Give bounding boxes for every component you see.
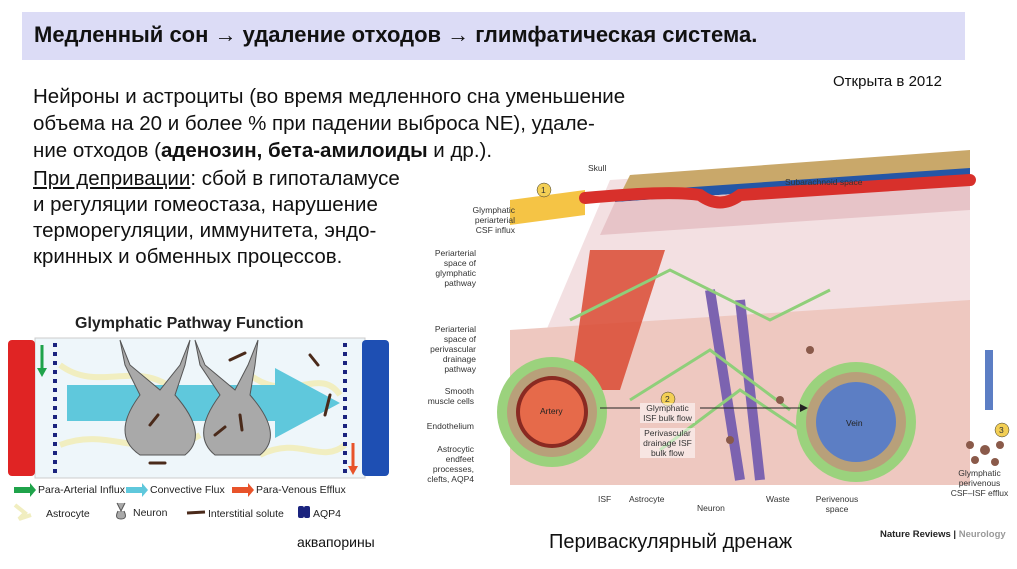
- label-perivenous-space: Perivenous space: [815, 494, 859, 514]
- right-diagram-caption: Периваскулярный дренаж: [549, 531, 793, 553]
- artery-tube: [8, 340, 35, 476]
- legend-astrocyte: Astrocyte: [46, 508, 90, 520]
- label-astrocyte: Astrocyte: [629, 494, 665, 504]
- legend-aqp4: AQP4: [313, 508, 342, 520]
- label-vein: Vein: [846, 418, 863, 428]
- label-isf-bulk-flow: Glymphatic ISF bulk flow: [640, 403, 695, 423]
- body-line: объема на 20 и более % при падении выбро…: [33, 112, 595, 135]
- body-line: ние отходов (аденозин, бета-амилоиды и д…: [33, 138, 492, 165]
- marker-number: 2: [665, 394, 670, 404]
- title-bar: [22, 12, 965, 60]
- aquaporins-caption: аквапорины: [297, 534, 375, 550]
- credit-journal: Nature Reviews: [880, 529, 951, 540]
- slide-title: Медленный сон → удаление отходов → глимф…: [34, 22, 758, 47]
- figure-credit: Nature Reviews | Neurology: [880, 529, 1006, 540]
- label-periarterial-glymphatic: Periarterial space of glymphatic pathway: [434, 248, 476, 288]
- label-periarterial-drainage: Periarterial space of perivascular drain…: [430, 324, 476, 374]
- text: : сбой в гипоталамусе: [190, 167, 400, 190]
- marker-1: [536, 182, 552, 198]
- skull-layer: [620, 150, 970, 195]
- neuron-shape: [119, 339, 196, 456]
- label-endothelium: Endothelium: [426, 421, 474, 431]
- legend-para-venous-efflux: Para-Venous Efflux: [256, 484, 346, 496]
- body-line: терморегуляции, иммунитета, эндо-: [33, 219, 377, 242]
- vein-cross-section: [816, 382, 896, 462]
- left-diagram-title: Glymphatic Pathway Function: [75, 315, 304, 332]
- text: ние отходов (: [33, 139, 161, 162]
- glymphatic-pathway-figure: [8, 337, 389, 521]
- label-astrocytic-endfeet: Astrocytic endfeet processes, clefts, AQ…: [427, 444, 474, 484]
- artery-vessel: [579, 174, 976, 209]
- body-line: При депривации: сбой в гипоталамусе: [33, 166, 400, 193]
- label-subarachnoid-space: Subarachnoid space: [785, 177, 863, 187]
- vein-tube: [362, 340, 389, 476]
- label-csf-influx: Glymphatic periarterial CSF influx: [472, 205, 515, 235]
- csf-influx-band: [510, 190, 585, 225]
- legend-convective-flux: Convective Flux: [150, 484, 225, 496]
- legend-neuron: Neuron: [133, 507, 168, 519]
- label-smooth-muscle: Smooth muscle cells: [427, 386, 474, 406]
- label-neuron: Neuron: [697, 503, 725, 513]
- credit-section: Neurology: [958, 529, 1006, 540]
- legend: [13, 483, 310, 521]
- label-drainage-bulk-flow: Perivascular drainage ISF bulk flow: [640, 428, 695, 458]
- marker-number: 3: [999, 425, 1004, 435]
- discovery-note: Открыта в 2012: [833, 73, 942, 90]
- body-line: и регуляции гомеостаза, нарушение: [33, 193, 378, 216]
- underlined-text: При депривации: [33, 167, 191, 190]
- body-line: кринных и обменных процессов.: [33, 245, 343, 268]
- label-isf: ISF: [598, 494, 612, 504]
- label-perivenous-efflux: Glymphatic perivenous CSF–ISF efflux: [950, 468, 1009, 498]
- bold-text: аденозин, бета-амилоиды: [160, 139, 428, 162]
- legend-para-arterial-influx: Para-Arterial Influx: [38, 484, 125, 496]
- label-skull: Skull: [588, 163, 607, 173]
- neuron-shape: [194, 339, 271, 456]
- legend-interstitial-solute: Interstitial solute: [208, 508, 284, 520]
- artery-cross-section: [520, 380, 584, 444]
- text: и др.).: [427, 139, 493, 162]
- credit-separator: |: [950, 529, 959, 540]
- marker-3: [994, 422, 1010, 438]
- body-line: Нейроны и астроциты (во время медленного…: [33, 85, 626, 108]
- label-artery: Artery: [540, 406, 563, 416]
- label-waste: Waste: [766, 494, 790, 504]
- marker-number: 1: [541, 185, 546, 195]
- glymphatic-system-illustration: [497, 150, 1010, 485]
